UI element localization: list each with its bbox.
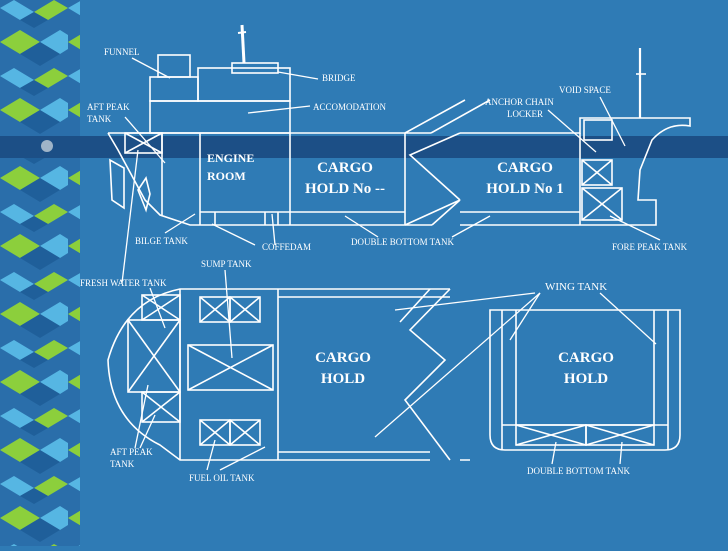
fore-peak-tank — [581, 187, 623, 221]
hull-outline — [107, 117, 691, 226]
label-cargo-aft-2: HOLD No -- — [305, 181, 385, 197]
label-section-cargo-1: CARGO — [558, 350, 614, 366]
label-cargo-fwd-2: HOLD No 1 — [486, 181, 564, 197]
label-anchor-chain-2: LOCKER — [507, 109, 543, 119]
bridge-block — [231, 62, 279, 74]
label-void-space: VOID SPACE — [559, 85, 611, 95]
label-coffedam: COFFEDAM — [262, 242, 311, 252]
label-cargo-hold-1: CARGO — [315, 350, 371, 366]
label-aft-peak-1: AFT PEAK — [87, 102, 130, 112]
anchor-locker — [581, 159, 613, 186]
rudder — [109, 158, 125, 210]
propeller — [137, 176, 151, 213]
profile-view — [107, 24, 691, 226]
label-anchor-chain-1: ANCHOR CHAIN — [485, 97, 554, 107]
label-engine-2: ROOM — [207, 169, 246, 183]
label-sump-tank: SUMP TANK — [201, 259, 252, 269]
label-bilge-tank: BILGE TANK — [135, 236, 188, 246]
label-aft-peak-plan-1: AFT PEAK — [110, 447, 153, 457]
label-fresh-water: FRESH WATER TANK — [80, 278, 167, 288]
mast-aft — [240, 24, 246, 64]
label-engine-1: ENGINE — [207, 151, 254, 165]
superstructure-deck — [149, 76, 199, 102]
label-double-bottom-profile: DOUBLE BOTTOM TANK — [351, 237, 454, 247]
label-section-cargo-2: HOLD — [564, 371, 608, 387]
plan-hull — [107, 288, 470, 461]
decorative-ribbon — [0, 0, 80, 546]
label-accomodation: ACCOMODATION — [313, 102, 387, 112]
break-mark-profile — [404, 99, 491, 226]
label-aft-peak-plan-2: TANK — [110, 459, 135, 469]
decorative-bar — [0, 136, 728, 158]
midship-section — [489, 309, 681, 451]
label-bridge: BRIDGE — [322, 73, 356, 83]
profile-leaders — [121, 57, 661, 284]
label-aft-peak-2: TANK — [87, 114, 112, 124]
plan-view — [107, 288, 681, 461]
plan-leaders — [134, 269, 657, 471]
label-cargo-fwd-1: CARGO — [497, 160, 553, 176]
accommodation-block — [149, 100, 291, 134]
break-mark-plan — [399, 288, 451, 461]
house-block — [197, 67, 291, 102]
label-cargo-hold-2: HOLD — [321, 371, 365, 387]
label-cargo-aft-1: CARGO — [317, 160, 373, 176]
label-fore-peak: FORE PEAK TANK — [612, 242, 688, 252]
decorative-bullet — [41, 140, 53, 152]
label-funnel: FUNNEL — [104, 47, 140, 57]
label-wing-tank: WING TANK — [545, 281, 607, 293]
label-fuel-oil: FUEL OIL TANK — [189, 473, 255, 483]
label-double-bottom-plan: DOUBLE BOTTOM TANK — [527, 466, 630, 476]
